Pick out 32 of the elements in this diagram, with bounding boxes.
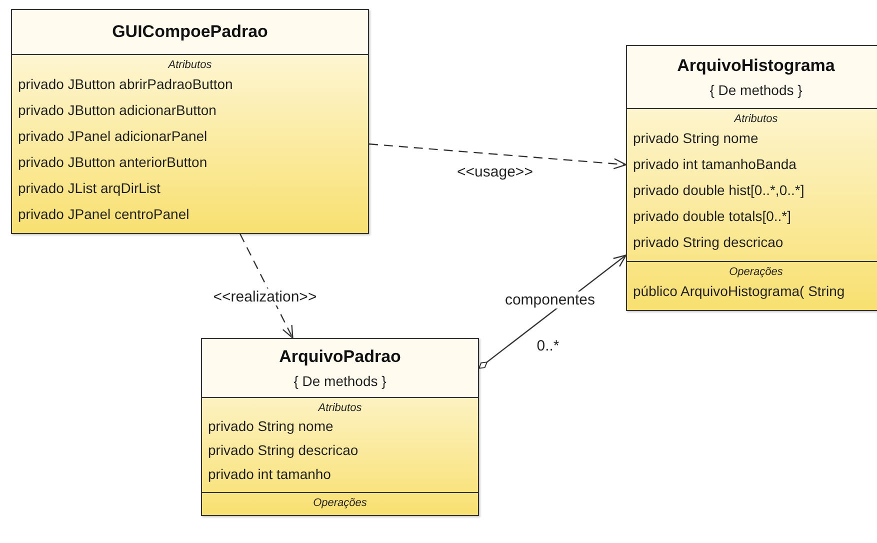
- attribute-text: privado double hist[0..*,0..*]: [633, 181, 806, 200]
- edge-label: componentes: [502, 292, 598, 308]
- attribute-text: privado int tamanhoBanda: [633, 155, 798, 174]
- dependency-arrow: [368, 143, 627, 170]
- edge-label: <<realization>>: [211, 288, 319, 306]
- compartment-heading: Atributos: [732, 113, 779, 125]
- attribute-text: privado String descricao: [208, 441, 360, 460]
- attribute-text: privado JList arqDirList: [18, 179, 162, 198]
- class-box: [626, 45, 877, 311]
- attribute-text: privado JButton abrirPadraoButton: [18, 75, 234, 94]
- operation-text: público ArquivoHistograma( String: [633, 282, 846, 301]
- attribute-text: privado JPanel adicionarPanel: [18, 127, 208, 146]
- class-stereotype: { De methods }: [710, 82, 802, 98]
- attribute-text: privado int tamanho: [208, 465, 332, 484]
- attribute-text: privado JPanel centroPanel: [18, 205, 190, 224]
- compartment-heading: Atributos: [166, 59, 213, 71]
- compartment-heading: Operações: [728, 266, 784, 278]
- attribute-text: privado String nome: [633, 129, 760, 148]
- compartment-heading: Atributos: [316, 402, 363, 414]
- class-name: ArquivoPadrao: [279, 347, 401, 367]
- attribute-text: privado JButton anteriorButton: [18, 153, 208, 172]
- attribute-text: privado String descricao: [633, 233, 784, 252]
- attribute-text: privado String nome: [208, 417, 334, 436]
- class-box: [11, 9, 369, 234]
- class-name: ArquivoHistograma: [677, 56, 835, 76]
- class-box: [201, 338, 479, 516]
- attribute-text: privado JButton adicionarButton: [18, 101, 218, 120]
- class-name: GUICompoePadrao: [112, 22, 268, 42]
- dependency-arrow: [240, 234, 294, 339]
- attribute-text: privado double totals[0..*]: [633, 207, 792, 226]
- compartment-heading: Operações: [312, 497, 368, 509]
- class-stereotype: { De methods }: [294, 373, 386, 389]
